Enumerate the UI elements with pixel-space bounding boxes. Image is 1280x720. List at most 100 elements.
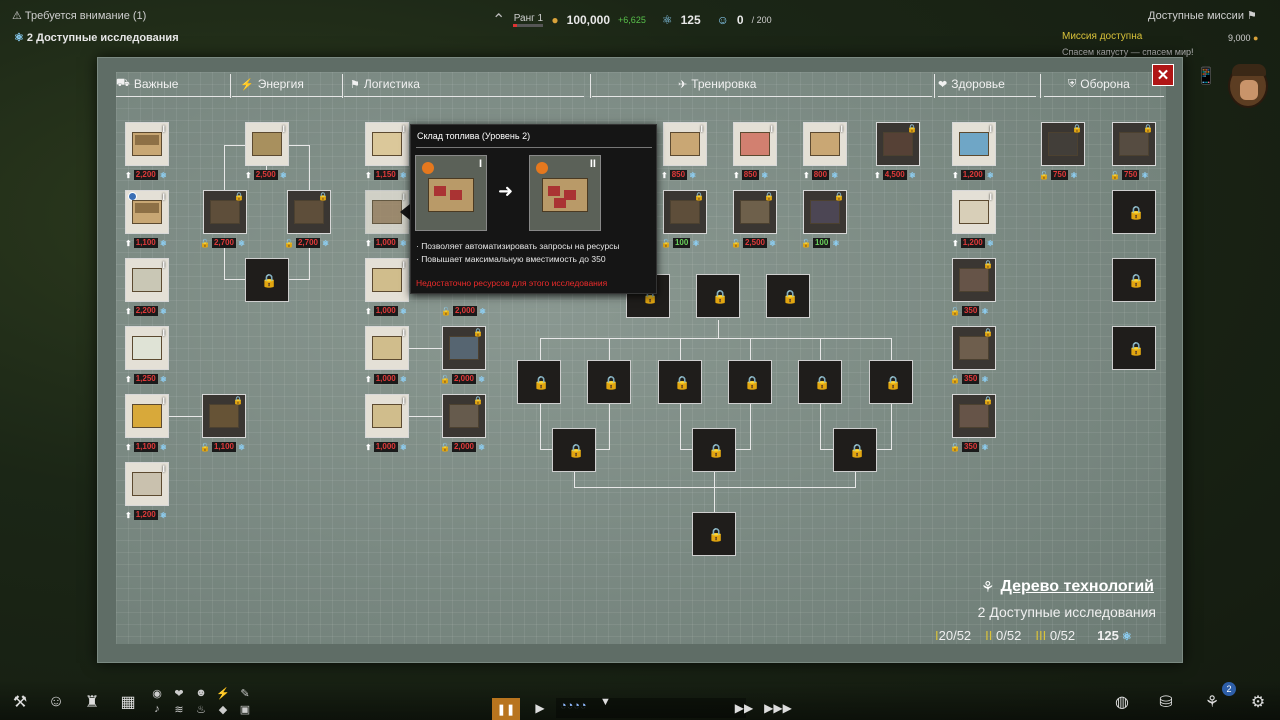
gear-icon[interactable]: ⚙ (1250, 694, 1266, 711)
tech-node[interactable]: I (125, 258, 169, 302)
tech-node[interactable]: I (365, 258, 409, 302)
person-icon[interactable]: ☺ (47, 693, 65, 710)
tech-node-locked[interactable]: 🔒 (517, 360, 561, 404)
tech-node-locked[interactable]: 🔒 (1041, 122, 1085, 166)
tech-node[interactable]: I (365, 122, 409, 166)
tech-node-locked[interactable]: 🔒 (1112, 326, 1156, 370)
tech-node[interactable]: I (245, 122, 289, 166)
tech-cost: 🔓750⚛ (1110, 170, 1149, 180)
tech-node-locked[interactable]: 🔒 (766, 274, 810, 318)
tech-node-locked[interactable]: 🔒 (798, 360, 842, 404)
play-button[interactable]: ▶ (526, 696, 554, 720)
tech-node[interactable]: I (803, 122, 847, 166)
tech-node-locked[interactable]: 🔒 (803, 190, 847, 234)
money-delta: +6,625 (618, 15, 646, 25)
crate-icon[interactable]: ▣ (239, 703, 251, 716)
tech-tree-button[interactable]: ⚘ (1198, 690, 1226, 714)
tech-node-locked[interactable]: 🔒 (833, 428, 877, 472)
tech-node-locked[interactable]: 🔒 (696, 274, 740, 318)
tech-node[interactable]: I (663, 122, 707, 166)
attention-notice[interactable]: ⚠ Требуется внимание (1) (12, 10, 147, 22)
hammer-icon[interactable]: ⚒ (12, 694, 28, 711)
tech-node[interactable]: I (125, 122, 169, 166)
tech-node[interactable]: I (125, 394, 169, 438)
tooltip-description-2: · Повышает максимальную вместимость до 3… (416, 254, 606, 264)
tier-progress: I20/52 II 0/52 III 0/52 125 ⚛ (935, 628, 1132, 643)
category-health[interactable]: ❤Здоровье (938, 77, 1005, 91)
available-missions-button[interactable]: Доступные миссии ⚑ (1148, 10, 1257, 22)
coins-icon[interactable]: ⛁ (1159, 694, 1173, 711)
tech-node-locked[interactable]: 🔒 (663, 190, 707, 234)
eye-icon[interactable]: ◉ (152, 687, 162, 700)
tech-node-locked[interactable]: 🔒 (692, 512, 736, 556)
tech-node-locked[interactable]: 🔒 (952, 394, 996, 438)
tech-node-locked[interactable]: 🔒 (692, 428, 736, 472)
tech-node[interactable]: I (125, 326, 169, 370)
clock-icon: ◔◔◔◔ (560, 700, 587, 712)
tech-cost: 🔓350⚛ (950, 306, 989, 316)
tech-cost: 🔓350⚛ (950, 374, 989, 384)
face-icon[interactable]: ☻ (195, 687, 207, 699)
wrench-icon[interactable]: ✎ (240, 687, 250, 700)
pause-button[interactable]: ❚❚ (492, 698, 520, 720)
fire-icon[interactable]: ♨ (196, 703, 206, 716)
tech-node-locked[interactable]: 🔒 (733, 190, 777, 234)
category-defense[interactable]: ⛨Оборона (1068, 77, 1130, 91)
tech-node[interactable]: I (952, 122, 996, 166)
advisor-avatar[interactable] (1228, 64, 1268, 108)
phone-icon[interactable]: 📱 (1196, 68, 1216, 85)
tech-node-locked[interactable]: 🔒 (876, 122, 920, 166)
close-button[interactable]: ✕ (1152, 64, 1174, 86)
lock-icon: 🔒 (1128, 341, 1145, 356)
wifi-icon[interactable]: ≋ (174, 703, 184, 716)
tech-node-locked[interactable]: 🔒 (1112, 258, 1156, 302)
tech-node-locked[interactable]: 🔒 (952, 258, 996, 302)
heart-icon: ❤ (938, 78, 948, 91)
tech-node-locked[interactable]: 🔒 (1112, 122, 1156, 166)
fuel-icon (422, 162, 434, 174)
tech-node-locked[interactable]: 🔒 (202, 394, 246, 438)
globe-icon[interactable]: ◍ (1115, 694, 1129, 711)
rank-display[interactable]: Ранг 1 (513, 13, 544, 27)
truck-icon: ⛟ (116, 77, 130, 89)
tech-node[interactable]: I (365, 326, 409, 370)
tech-node[interactable]: I (125, 190, 169, 234)
tech-node-locked[interactable]: 🔒 (442, 394, 486, 438)
tech-node[interactable]: I (125, 462, 169, 506)
category-logistics[interactable]: ⚑Логистика (350, 77, 420, 91)
building-icon[interactable]: ▦ (120, 694, 136, 711)
lock-icon: 🔒 (814, 375, 831, 390)
category-important[interactable]: ⛟Важные (116, 77, 179, 91)
tech-cost: 🔓2,000⚛ (440, 442, 486, 452)
tech-node-locked[interactable]: 🔒 (552, 428, 596, 472)
tech-node-locked[interactable]: 🔒 (203, 190, 247, 234)
fast-forward-button[interactable]: ▶▶ (730, 696, 758, 720)
worker-icon[interactable]: ♜ (84, 694, 100, 711)
drop-icon[interactable]: ◆ (218, 703, 228, 716)
category-training[interactable]: ✈Тренировка (678, 77, 757, 91)
category-energy[interactable]: ⚡Энергия (240, 77, 304, 91)
tech-node[interactable]: I (952, 190, 996, 234)
tech-node[interactable]: I (733, 122, 777, 166)
tech-node-locked[interactable]: 🔒 (1112, 190, 1156, 234)
tech-node-locked[interactable]: 🔒 (287, 190, 331, 234)
skip-button[interactable]: ▶▶▶ (764, 696, 792, 720)
tech-node-locked[interactable]: 🔒 (728, 360, 772, 404)
tech-node[interactable]: I (365, 394, 409, 438)
tech-node-locked[interactable]: 🔒 (658, 360, 702, 404)
bolt-icon[interactable]: ⚡ (216, 687, 230, 700)
available-research-notice[interactable]: ⚛ 2 Доступные исследования (14, 32, 179, 44)
tech-cost: 🔓2,700⚛ (284, 238, 330, 248)
tech-node-locked[interactable]: 🔒 (442, 326, 486, 370)
tech-cost: ⬆1,200⚛ (952, 170, 994, 180)
tech-node-locked[interactable]: 🔒 (245, 258, 289, 302)
sound-icon[interactable]: ♪ (154, 703, 160, 715)
tech-node-locked[interactable]: 🔒 (952, 326, 996, 370)
time-track[interactable]: ◔◔◔◔ ▼ (556, 696, 746, 718)
connector (750, 338, 751, 360)
tech-node-locked[interactable]: 🔒 (587, 360, 631, 404)
tech-node-locked[interactable]: 🔒 (869, 360, 913, 404)
tech-tree-title[interactable]: ⚘ Дерево технологий (981, 578, 1154, 596)
heart-icon[interactable]: ❤ (174, 687, 184, 700)
